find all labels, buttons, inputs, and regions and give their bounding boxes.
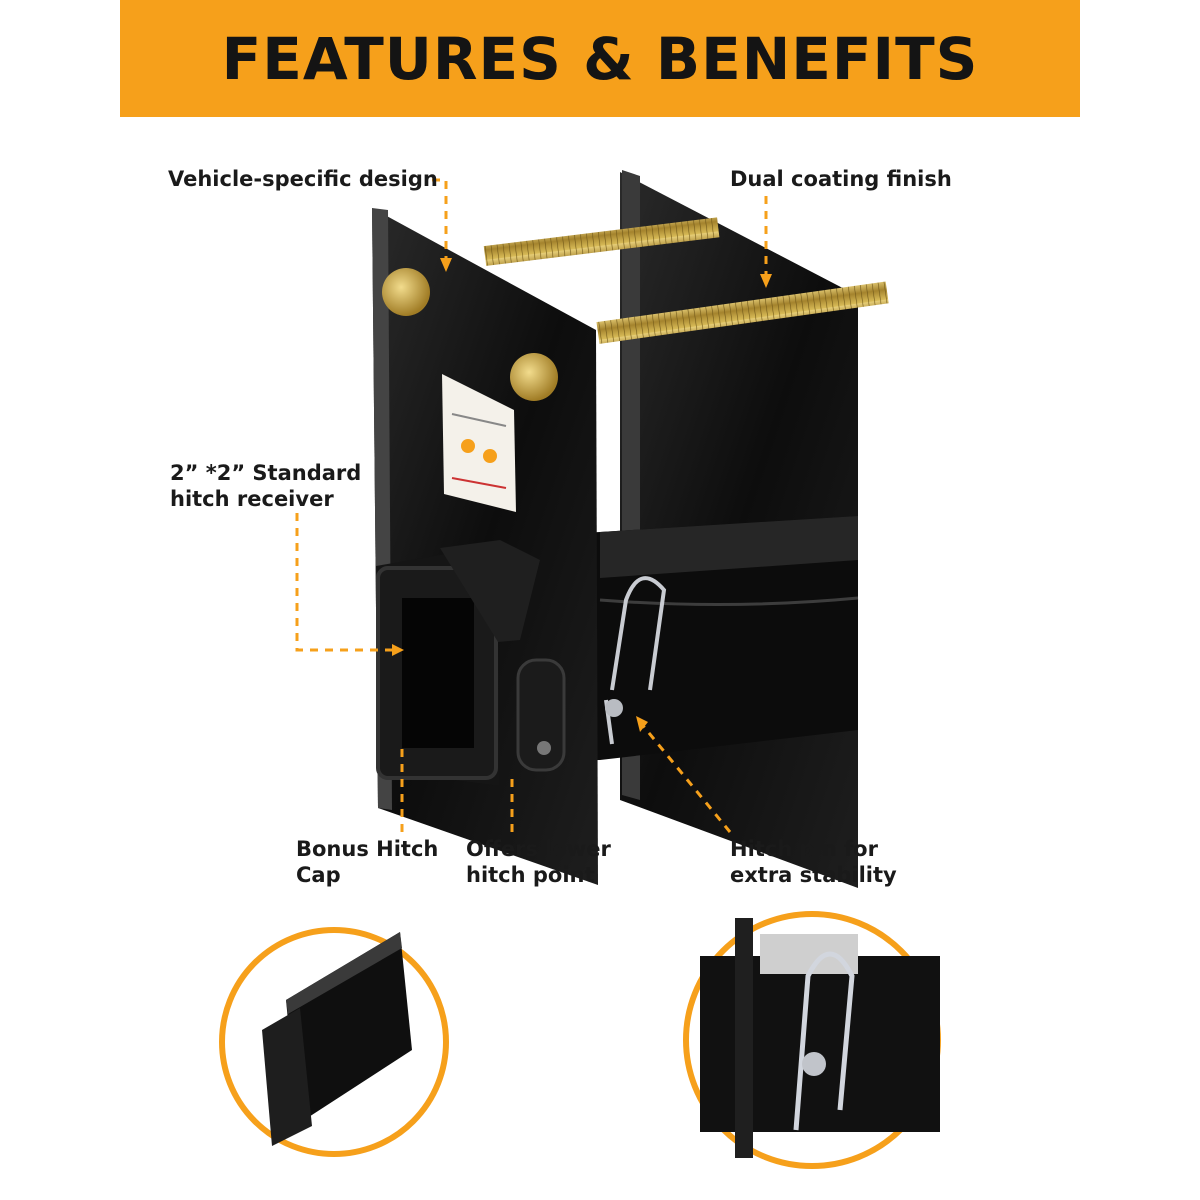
hitch-cap-closeup — [219, 927, 449, 1157]
banner-title: FEATURES & BENEFITS — [221, 24, 979, 93]
threaded-rod-upper — [483, 217, 720, 266]
callout-lower-hitch: Offers lower hitch point — [466, 837, 611, 887]
callout-dual-coating: Dual coating finish — [730, 167, 952, 191]
callout-hitch-pin: Hitch pin for extra stability — [730, 837, 897, 887]
bolt-head — [382, 268, 430, 316]
features-banner: FEATURES & BENEFITS — [120, 0, 1080, 117]
callout-lines — [295, 178, 768, 833]
threaded-rod-lower — [596, 281, 889, 344]
hitch-pin-closeup — [683, 911, 941, 1169]
callout-bonus-cap: Bonus Hitch Cap — [296, 837, 439, 887]
warning-label — [442, 374, 516, 512]
callout-vehicle-specific: Vehicle-specific design — [168, 167, 438, 191]
bolt-head — [510, 353, 558, 401]
callout-receiver: 2” *2” Standard hitch receiver — [170, 461, 362, 511]
